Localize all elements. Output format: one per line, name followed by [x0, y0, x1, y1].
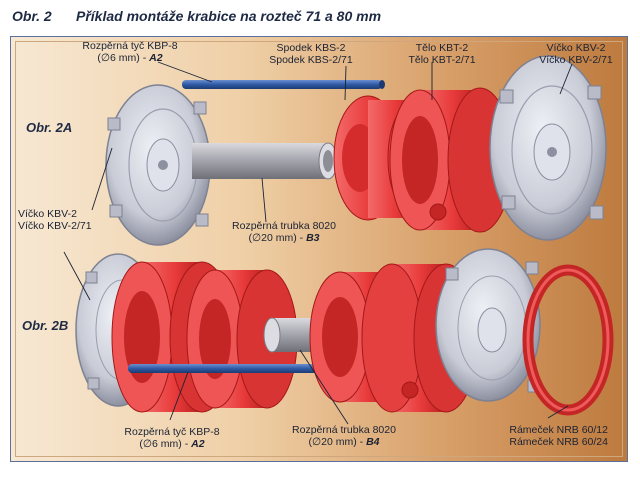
- tag-2b: Obr. 2B: [22, 318, 69, 333]
- label-rod-2a: Rozpěrná tyč KBP-8 (∅6 mm) - A2: [82, 40, 178, 64]
- rod-2a: [182, 80, 385, 89]
- label-tube-2a: Rozpěrná trubka 8020 (∅20 mm) - B3: [232, 220, 336, 244]
- label-base-2a: Spodek KBS-2 Spodek KBS-2/71: [269, 42, 353, 66]
- label-body-2a: Tělo KBT-2 Tělo KBT-2/71: [408, 42, 476, 66]
- tag-2a: Obr. 2A: [26, 120, 73, 135]
- body-2a: [389, 87, 513, 233]
- figure-title: Obr. 2 Příklad montáže krabice na rozteč …: [12, 8, 381, 24]
- label-lid-right-2a: Víčko KBV-2 Víčko KBV-2/71: [539, 42, 613, 66]
- tube-2a: [192, 142, 338, 180]
- leader-lines: [63, 61, 573, 425]
- frame-ring-2b: [522, 264, 614, 416]
- panel-inner-border: [15, 41, 623, 457]
- label-tube-2b: Rozpěrná trubka 8020 (∅20 mm) - B4: [292, 424, 396, 448]
- assembly-2a: [105, 55, 607, 246]
- rod-2b: [128, 364, 331, 373]
- assembly-2b: [75, 248, 614, 416]
- label-rod-2b: Rozpěrná tyč KBP-8 (∅6 mm) - A2: [124, 426, 220, 450]
- figure-number: Obr. 2: [12, 8, 52, 24]
- label-lid-left: Víčko KBV-2 Víčko KBV-2/71: [18, 208, 92, 232]
- lid-right-2a: [489, 55, 607, 241]
- label-frame-2b: Rámeček NRB 60/12 Rámeček NRB 60/24: [509, 424, 608, 448]
- figure-caption: Příklad montáže krabice na rozteč 71 a 8…: [76, 8, 382, 24]
